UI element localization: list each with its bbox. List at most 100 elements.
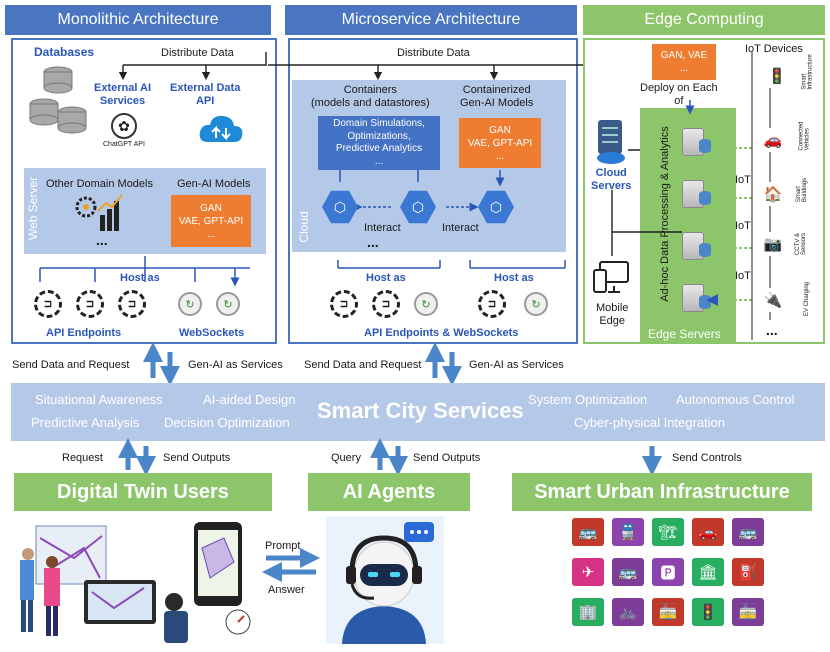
genai-services-label-1: Gen-AI as Services — [188, 359, 283, 371]
ellipsis-micro: ... — [367, 234, 379, 250]
containers-label: Containers (models and datastores) — [311, 84, 430, 110]
smart-urban-infra-bar: Smart Urban Infrastructure — [512, 473, 812, 511]
api-gear-icon-3: ⊐ — [118, 290, 146, 318]
mobile-edge-icon — [592, 260, 632, 294]
ellipsis-mono: ... — [96, 232, 108, 248]
parking-icon: 🅿 — [652, 558, 684, 586]
websockets-label: WebSockets — [179, 327, 245, 339]
digital-twin-users-bar: Digital Twin Users — [14, 473, 272, 511]
ellipsis-edge: ... — [766, 322, 778, 338]
ev-charging-icon: 🔌 — [758, 288, 788, 312]
traffic-light-icon: 🚦 — [762, 64, 792, 88]
distribute-data-label-micro: Distribute Data — [397, 47, 470, 59]
send-request-label-1: Send Data and Request — [12, 359, 130, 371]
query-label: Query — [331, 452, 361, 464]
edge-server-icon-3 — [682, 232, 711, 260]
iot-devices-label: IoT Devices — [745, 43, 803, 55]
api-gear-icon-1: ⊐ — [34, 290, 62, 318]
microservice-title: Microservice Architecture — [341, 11, 521, 28]
smart-city-services-bar — [11, 383, 825, 441]
host-as-mono: Host as — [120, 272, 160, 284]
send-outputs-label-1: Send Outputs — [163, 452, 231, 464]
service-situational: Situational Awareness — [35, 392, 163, 407]
bike-parking-icon: 🚲 — [612, 598, 644, 626]
host-as-micro-1: Host as — [366, 272, 406, 284]
api-gear-icon-5: ⊐ — [372, 290, 400, 318]
building-icon: 🏠 — [758, 182, 788, 206]
external-ai-label: External AI Services — [94, 82, 152, 107]
digital-twin-users-illustration — [14, 518, 259, 648]
edge-title: Edge Computing — [644, 11, 764, 28]
car-connected-icon: 🚗 — [758, 128, 788, 152]
plane-icon: ✈ — [572, 558, 604, 586]
distribute-data-label-mono: Distribute Data — [161, 47, 234, 59]
monolithic-header: Monolithic Architecture — [5, 5, 271, 35]
websocket-icon-4: ↻ — [524, 292, 548, 316]
interact-label-2: Interact — [442, 222, 479, 234]
cloud-server-icon — [594, 120, 628, 164]
other-domain-models-label: Other Domain Models — [46, 178, 153, 190]
office-icon: 🏢 — [572, 598, 604, 626]
traffic-light-icon: 🚦 — [692, 598, 724, 626]
domain-simulation-box: Domain Simulations, Optimizations, Predi… — [318, 116, 440, 170]
service-decision: Decision Optimization — [164, 415, 290, 430]
api-gear-icon-4: ⊐ — [330, 290, 358, 318]
database-icon — [28, 62, 88, 142]
send-controls-label: Send Controls — [672, 452, 742, 464]
iot-label-1: IoT — [735, 174, 751, 186]
smart-city-services-title: Smart City Services — [317, 398, 524, 423]
bus-icon: 🚌 — [572, 518, 604, 546]
ai-agents-title: AI Agents — [342, 480, 436, 503]
service-predictive: Predictive Analysis — [31, 415, 140, 430]
coach-icon: 🚌 — [732, 518, 764, 546]
host-as-micro-2: Host as — [494, 272, 534, 284]
service-autonomous: Autonomous Control — [676, 392, 795, 407]
iot-label-2: IoT — [735, 220, 751, 232]
service-cyber: Cyber-physical Integration — [574, 415, 726, 430]
smart-urban-infra-title: Smart Urban Infrastructure — [534, 480, 790, 503]
chatgpt-label: ChatGPT API — [103, 141, 145, 148]
ai-agents-bar: AI Agents — [308, 473, 470, 511]
genai-models-label-mono: Gen-AI Models — [177, 178, 251, 190]
microservice-header: Microservice Architecture — [285, 5, 577, 35]
car-icon: 🚗 — [692, 518, 724, 546]
answer-label: Answer — [268, 584, 305, 596]
streetcar-icon: 🚋 — [732, 598, 764, 626]
iot-label-3: IoT — [735, 270, 751, 282]
tram-icon: 🚆 — [612, 518, 644, 546]
crane-icon: 🏗 — [652, 518, 684, 546]
websocket-icon-3: ↻ — [414, 292, 438, 316]
cctv-icon: 📷 — [758, 232, 788, 256]
service-system-opt: System Optimization — [528, 392, 648, 407]
api-gear-icon-2: ⊐ — [76, 290, 104, 318]
gan-vae-box-edge: GAN, VAE ... — [652, 44, 716, 80]
digital-twin-users-title: Digital Twin Users — [57, 480, 229, 503]
cloud-upload-icon — [198, 112, 244, 144]
edge-server-icon-2 — [682, 180, 711, 208]
fuel-icon: ⛽ — [732, 558, 764, 586]
api-websockets-label: API Endpoints & WebSockets — [364, 327, 519, 339]
databases-label: Databases — [34, 45, 95, 59]
bus-stop-icon: 🚌 — [612, 558, 644, 586]
send-request-label-2: Send Data and Request — [304, 359, 422, 371]
websocket-icon-1: ↻ — [178, 292, 202, 316]
deploy-label: Deploy on Each of — [640, 82, 718, 108]
websocket-icon-2: ↻ — [216, 292, 240, 316]
edge-server-icon-1 — [682, 128, 711, 156]
cloud-servers-label: Cloud Servers — [591, 167, 632, 193]
trolley-icon: 🚋 — [652, 598, 684, 626]
chatgpt-icon: ✿ — [111, 113, 137, 139]
edge-servers-label: Edge Servers — [648, 327, 721, 341]
genai-services-label-2: Gen-AI as Services — [469, 359, 564, 371]
request-label: Request — [62, 452, 103, 464]
service-ai-design: AI-aided Design — [203, 392, 296, 407]
mobile-edge-label: Mobile Edge — [596, 302, 629, 328]
prompt-label: Prompt — [265, 540, 301, 552]
